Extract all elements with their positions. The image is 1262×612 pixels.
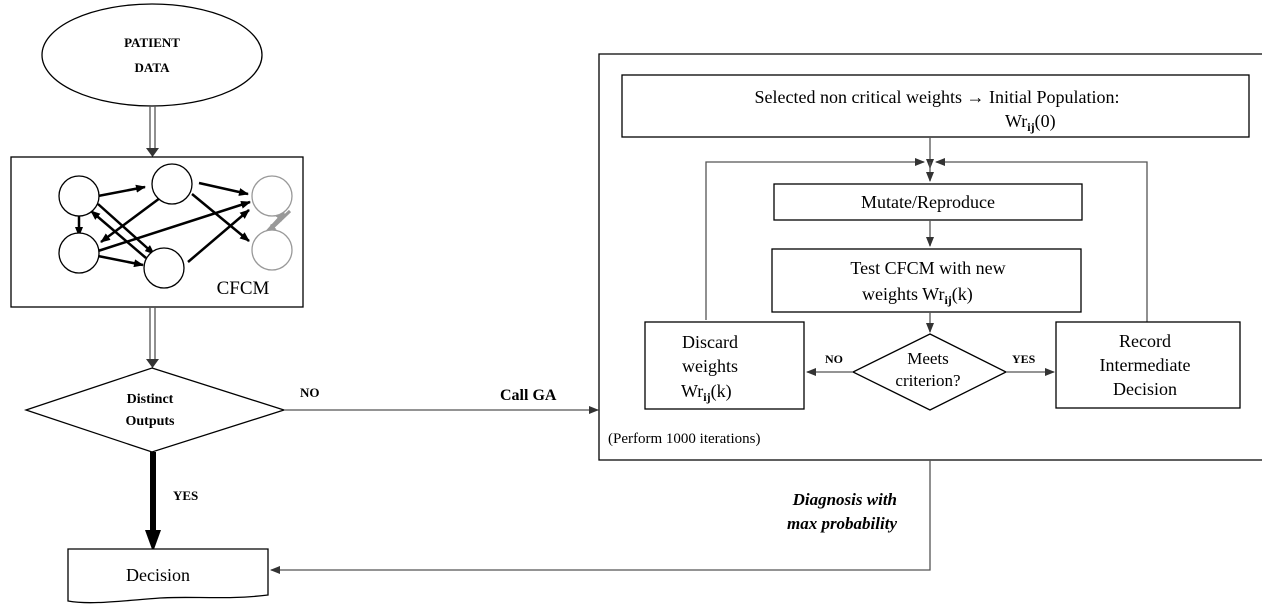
discard-line1: Discard bbox=[682, 332, 738, 352]
arrow-cfcm-to-distinct bbox=[146, 307, 159, 368]
discard-line3: Wrij(k) bbox=[681, 381, 732, 404]
patient-data-node bbox=[41, 3, 263, 107]
record-decision-box bbox=[1055, 321, 1241, 409]
initial-population-line2: Wrij(0) bbox=[1005, 111, 1056, 134]
test-cfcm-line1: Test CFCM with new bbox=[850, 258, 1005, 278]
record-line3: Decision bbox=[1113, 379, 1177, 399]
distinct-outputs-line1: Distinct bbox=[127, 392, 174, 407]
iterations-note: (Perform 1000 iterations) bbox=[608, 431, 760, 447]
diagnosis-line2: max probability bbox=[787, 514, 897, 533]
arrow-ga-to-decision bbox=[270, 460, 931, 574]
arrow-patient-to-cfcm bbox=[146, 106, 159, 157]
loop-right bbox=[935, 158, 1148, 322]
criterion-no-label: NO bbox=[825, 352, 843, 366]
no-branch-label: NO bbox=[300, 385, 320, 400]
decision-document bbox=[67, 548, 269, 604]
cfcm-label: CFCM bbox=[217, 278, 270, 299]
test-cfcm-box bbox=[771, 248, 1082, 313]
yes-branch-label: YES bbox=[173, 488, 198, 503]
initial-population-line1: Selected non critical weights → Initial … bbox=[755, 87, 1120, 107]
mutate-reproduce-label: Mutate/Reproduce bbox=[861, 192, 995, 212]
diagnosis-line1: Diagnosis with bbox=[792, 490, 897, 509]
record-line1: Record bbox=[1119, 331, 1171, 351]
meets-criterion-line2: criterion? bbox=[895, 371, 960, 390]
criterion-yes-label: YES bbox=[1012, 352, 1036, 366]
mutate-reproduce-box bbox=[773, 183, 1083, 221]
record-line2: Intermediate bbox=[1100, 355, 1191, 375]
decision-label: Decision bbox=[126, 565, 190, 585]
meets-criterion-decision bbox=[851, 333, 1008, 411]
initial-population-box bbox=[621, 74, 1250, 138]
patient-data-label-line2: DATA bbox=[135, 60, 171, 75]
patient-data-label-line1: PATIENT bbox=[124, 35, 180, 50]
discard-weights-box bbox=[644, 321, 805, 410]
meets-criterion-line1: Meets bbox=[907, 349, 949, 368]
discard-line2: weights bbox=[682, 356, 738, 376]
arrow-yes-to-decision bbox=[145, 452, 161, 552]
cfcm-graph bbox=[58, 163, 293, 289]
test-cfcm-line2: weights Wrij(k) bbox=[862, 284, 973, 307]
call-ga-label: Call GA bbox=[500, 387, 557, 404]
distinct-outputs-decision bbox=[23, 367, 287, 453]
loop-left bbox=[705, 158, 925, 320]
distinct-outputs-line2: Outputs bbox=[125, 414, 175, 429]
